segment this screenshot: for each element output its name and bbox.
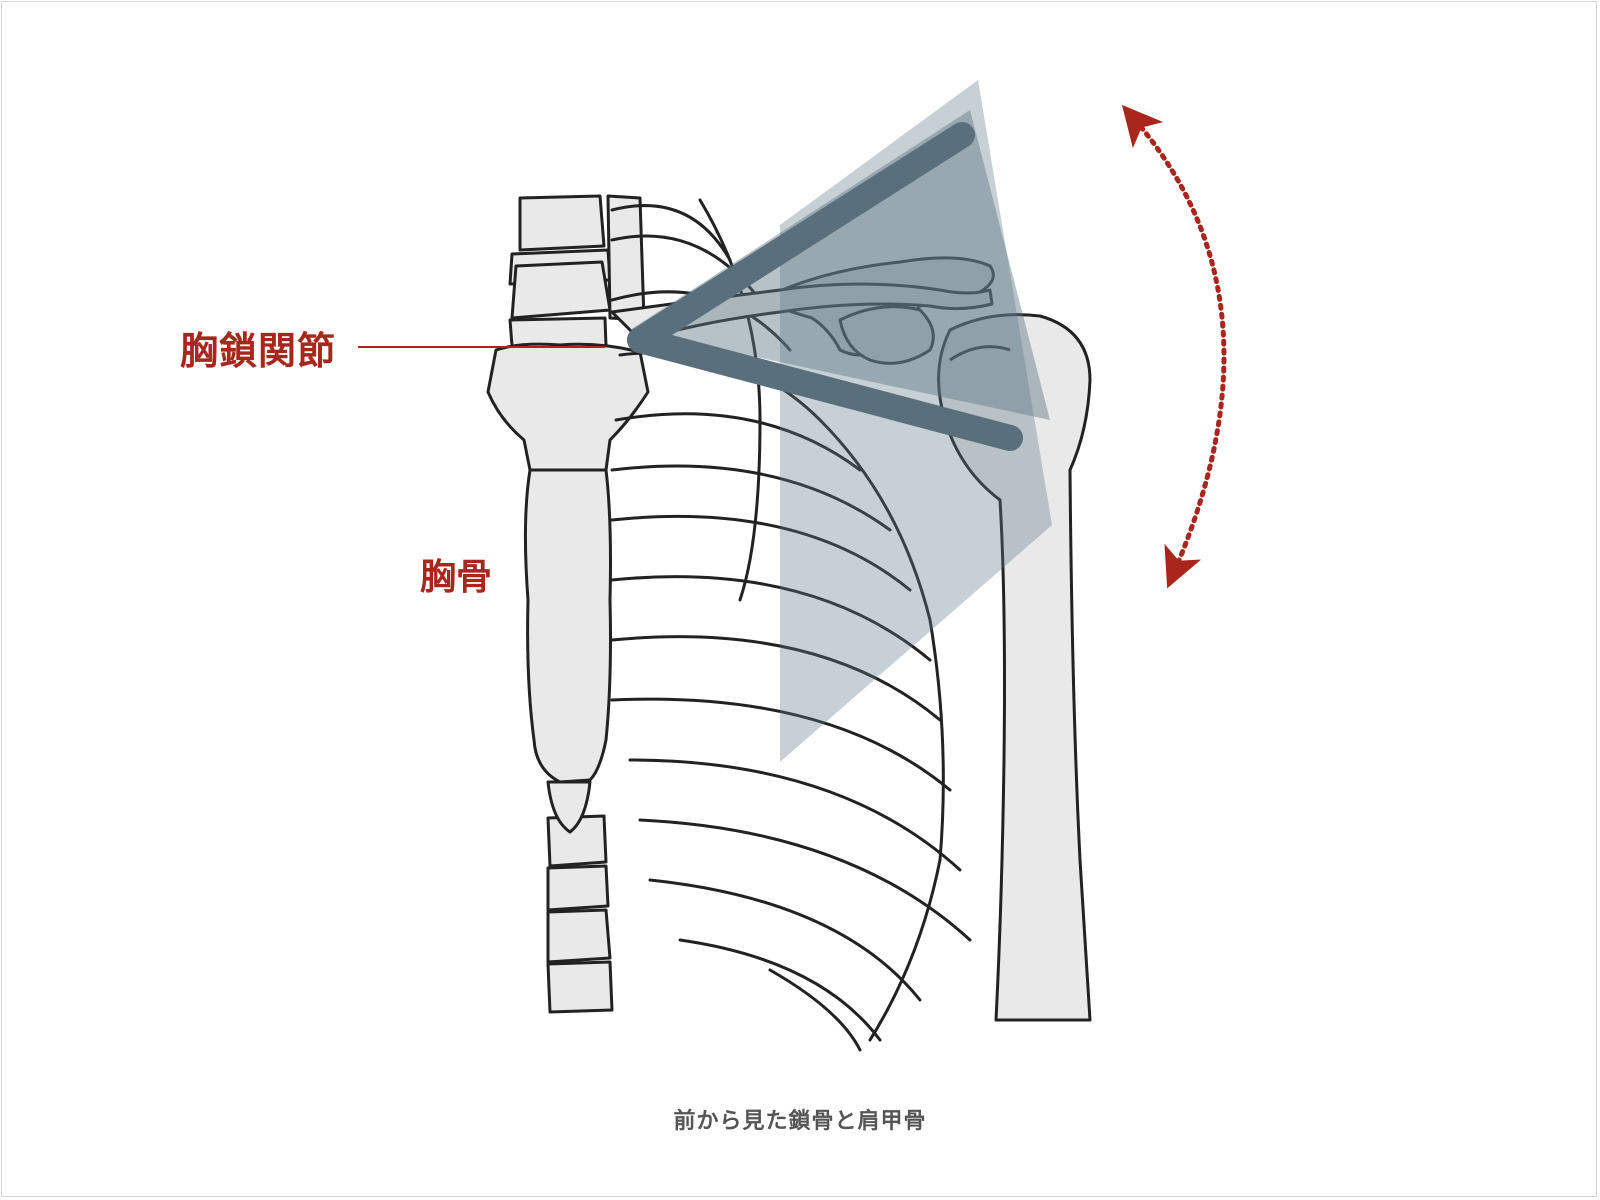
clavicle-plane-overlay	[630, 110, 1050, 420]
motion-overlay	[627, 80, 1052, 762]
humerus	[937, 313, 1092, 1022]
sternum	[486, 342, 650, 834]
clavicle	[610, 282, 994, 342]
clavicle-axis-upper	[627, 122, 975, 353]
clavicle-axis-lower	[627, 327, 1023, 451]
figure-caption: 前から見た鎖骨と肩甲骨	[673, 1108, 927, 1134]
rib-cage	[610, 198, 972, 1052]
sternum-label: 胸骨	[420, 556, 493, 598]
sternoclavicular-joint-label: 胸鎖関節	[180, 328, 337, 373]
rotation-arrow-icon	[1121, 104, 1227, 589]
spine	[508, 194, 646, 1014]
scapula	[758, 256, 995, 365]
